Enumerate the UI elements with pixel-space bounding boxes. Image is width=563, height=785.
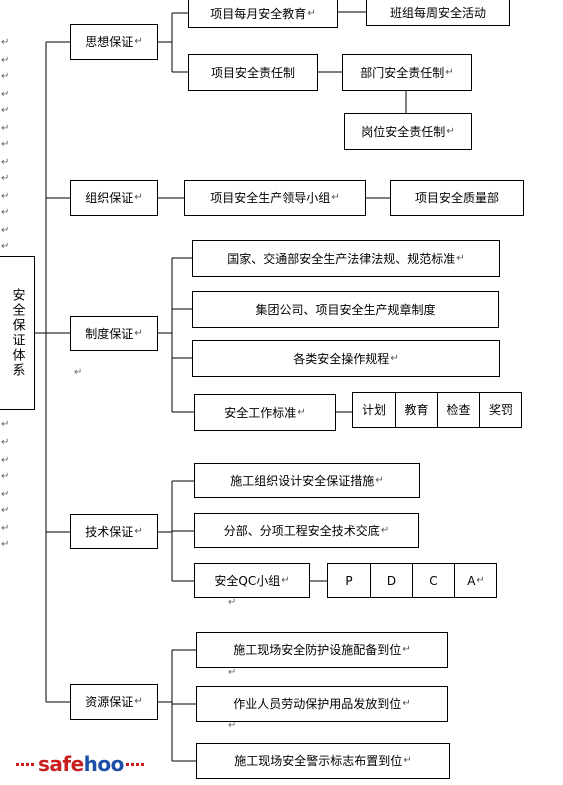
- root-node: 安全保证体系: [0, 256, 35, 410]
- paragraph-mark: ↵: [228, 720, 237, 731]
- qc-group-label: 安全QC小组: [214, 573, 281, 588]
- cell-a-label: A: [467, 573, 476, 588]
- margin-paragraph-mark: ↵: [1, 419, 10, 430]
- margin-paragraph-mark: ↵: [1, 455, 10, 466]
- quality-department-label: 项目安全质量部: [414, 191, 499, 205]
- margin-paragraph-mark: ↵: [1, 55, 10, 66]
- margin-paragraph-mark: ↵: [1, 225, 10, 236]
- work-standard-node: 安全工作标准: [194, 394, 336, 431]
- group-regulations-node: 集团公司、项目安全生产规章制度: [192, 291, 499, 328]
- leading-group-label: 项目安全生产领导小组: [210, 191, 331, 205]
- safety-measures-node: 施工组织设计安全保证措施: [194, 463, 420, 498]
- margin-paragraph-mark: ↵: [1, 105, 10, 116]
- group-regulations-label: 集团公司、项目安全生产规章制度: [255, 302, 436, 317]
- margin-paragraph-mark: ↵: [1, 471, 10, 482]
- margin-paragraph-mark: ↵: [1, 241, 10, 252]
- margin-paragraph-mark: ↵: [1, 71, 10, 82]
- safehoo-logo: safe hoo: [14, 752, 148, 776]
- post-responsibility-label: 岗位安全责任制: [361, 124, 446, 139]
- cell-education: 教育: [395, 393, 437, 427]
- logo-dots-right: [125, 762, 146, 766]
- quality-department-node: 项目安全质量部: [390, 180, 524, 216]
- operating-procedures-node: 各类安全操作规程: [192, 340, 500, 377]
- operating-procedures-label: 各类安全操作规程: [293, 351, 390, 366]
- organization-guarantee-node: 组织保证: [70, 180, 158, 216]
- cell-reward-penalty-label: 奖罚: [488, 403, 513, 417]
- margin-paragraph-mark: ↵: [1, 123, 10, 134]
- cell-p-label: P: [345, 573, 353, 588]
- law-standards-label: 国家、交通部安全生产法律法规、规范标准: [227, 251, 456, 266]
- safety-measures-label: 施工组织设计安全保证措施: [230, 473, 375, 488]
- project-responsibility-node: 项目安全责任制: [188, 54, 318, 91]
- work-standard-label: 安全工作标准: [224, 405, 297, 420]
- thought-guarantee-node: 思想保证: [70, 24, 158, 60]
- law-standards-node: 国家、交通部安全生产法律法规、规范标准: [192, 240, 500, 277]
- cell-a: A: [454, 564, 497, 597]
- margin-paragraph-mark: ↵: [1, 157, 10, 168]
- department-responsibility-node: 部门安全责任制: [342, 54, 472, 91]
- logo-text-safe: safe: [38, 752, 84, 776]
- margin-paragraph-mark: ↵: [1, 437, 10, 448]
- paragraph-mark: ↵: [74, 367, 83, 378]
- cell-inspection: 检查: [437, 393, 479, 427]
- leading-group-node: 项目安全生产领导小组: [184, 180, 366, 216]
- cell-education-label: 教育: [404, 403, 429, 417]
- organization-guarantee-label: 组织保证: [85, 191, 134, 205]
- technical-guarantee-label: 技术保证: [85, 524, 134, 539]
- paragraph-mark: ↵: [228, 597, 237, 608]
- technical-guarantee-node: 技术保证: [70, 514, 158, 549]
- monthly-education-node: 项目每月安全教育: [188, 0, 338, 28]
- root-label: 安全保证体系: [9, 288, 25, 378]
- technical-briefing-label: 分部、分项工程安全技术交底: [223, 523, 380, 538]
- project-responsibility-label: 项目安全责任制: [210, 65, 295, 80]
- paragraph-mark: ↵: [228, 667, 237, 678]
- system-guarantee-node: 制度保证: [70, 316, 158, 351]
- logo-dots-left: [16, 762, 36, 766]
- cell-c-label: C: [429, 573, 438, 588]
- cell-p: P: [328, 564, 370, 597]
- margin-paragraph-mark: ↵: [1, 37, 10, 48]
- margin-paragraph-mark: ↵: [1, 505, 10, 516]
- margin-paragraph-mark: ↵: [1, 489, 10, 500]
- warning-signs-label: 施工现场安全警示标志布置到位: [234, 754, 403, 768]
- margin-paragraph-mark: ↵: [1, 89, 10, 100]
- system-guarantee-label: 制度保证: [85, 326, 134, 341]
- protection-facilities-label: 施工现场安全防护设施配备到位: [233, 643, 402, 657]
- pdca-table: P D C A: [327, 563, 497, 598]
- warning-signs-node: 施工现场安全警示标志布置到位: [196, 743, 450, 779]
- margin-paragraph-mark: ↵: [1, 207, 10, 218]
- cell-plan: 计划: [353, 393, 395, 427]
- standard-cells-table: 计划 教育 检查 奖罚: [352, 392, 522, 428]
- weekly-activity-node: 班组每周安全活动: [366, 0, 510, 26]
- logo-text-hoo: hoo: [83, 752, 125, 776]
- weekly-activity-label: 班组每周安全活动: [389, 5, 486, 20]
- margin-paragraph-mark: ↵: [1, 173, 10, 184]
- margin-paragraph-mark: ↵: [1, 539, 10, 550]
- cell-d-label: D: [386, 573, 397, 588]
- post-responsibility-node: 岗位安全责任制: [344, 113, 472, 150]
- technical-briefing-node: 分部、分项工程安全技术交底: [194, 513, 419, 548]
- margin-paragraph-mark: ↵: [1, 523, 10, 534]
- margin-paragraph-mark: ↵: [1, 139, 10, 150]
- cell-c: C: [412, 564, 454, 597]
- resource-guarantee-label: 资源保证: [85, 695, 134, 709]
- qc-group-node: 安全QC小组: [194, 563, 310, 598]
- protective-equipment-node: 作业人员劳动保护用品发放到位: [196, 686, 448, 722]
- cell-reward-penalty: 奖罚: [479, 393, 522, 427]
- protective-equipment-label: 作业人员劳动保护用品发放到位: [233, 697, 402, 711]
- protection-facilities-node: 施工现场安全防护设施配备到位: [196, 632, 448, 668]
- margin-paragraph-mark: ↵: [1, 191, 10, 202]
- resource-guarantee-node: 资源保证: [70, 684, 158, 720]
- monthly-education-label: 项目每月安全教育: [210, 6, 307, 21]
- department-responsibility-label: 部门安全责任制: [360, 65, 445, 80]
- cell-d: D: [370, 564, 412, 597]
- cell-plan-label: 计划: [361, 403, 386, 417]
- cell-inspection-label: 检查: [446, 403, 471, 417]
- thought-guarantee-label: 思想保证: [85, 35, 134, 49]
